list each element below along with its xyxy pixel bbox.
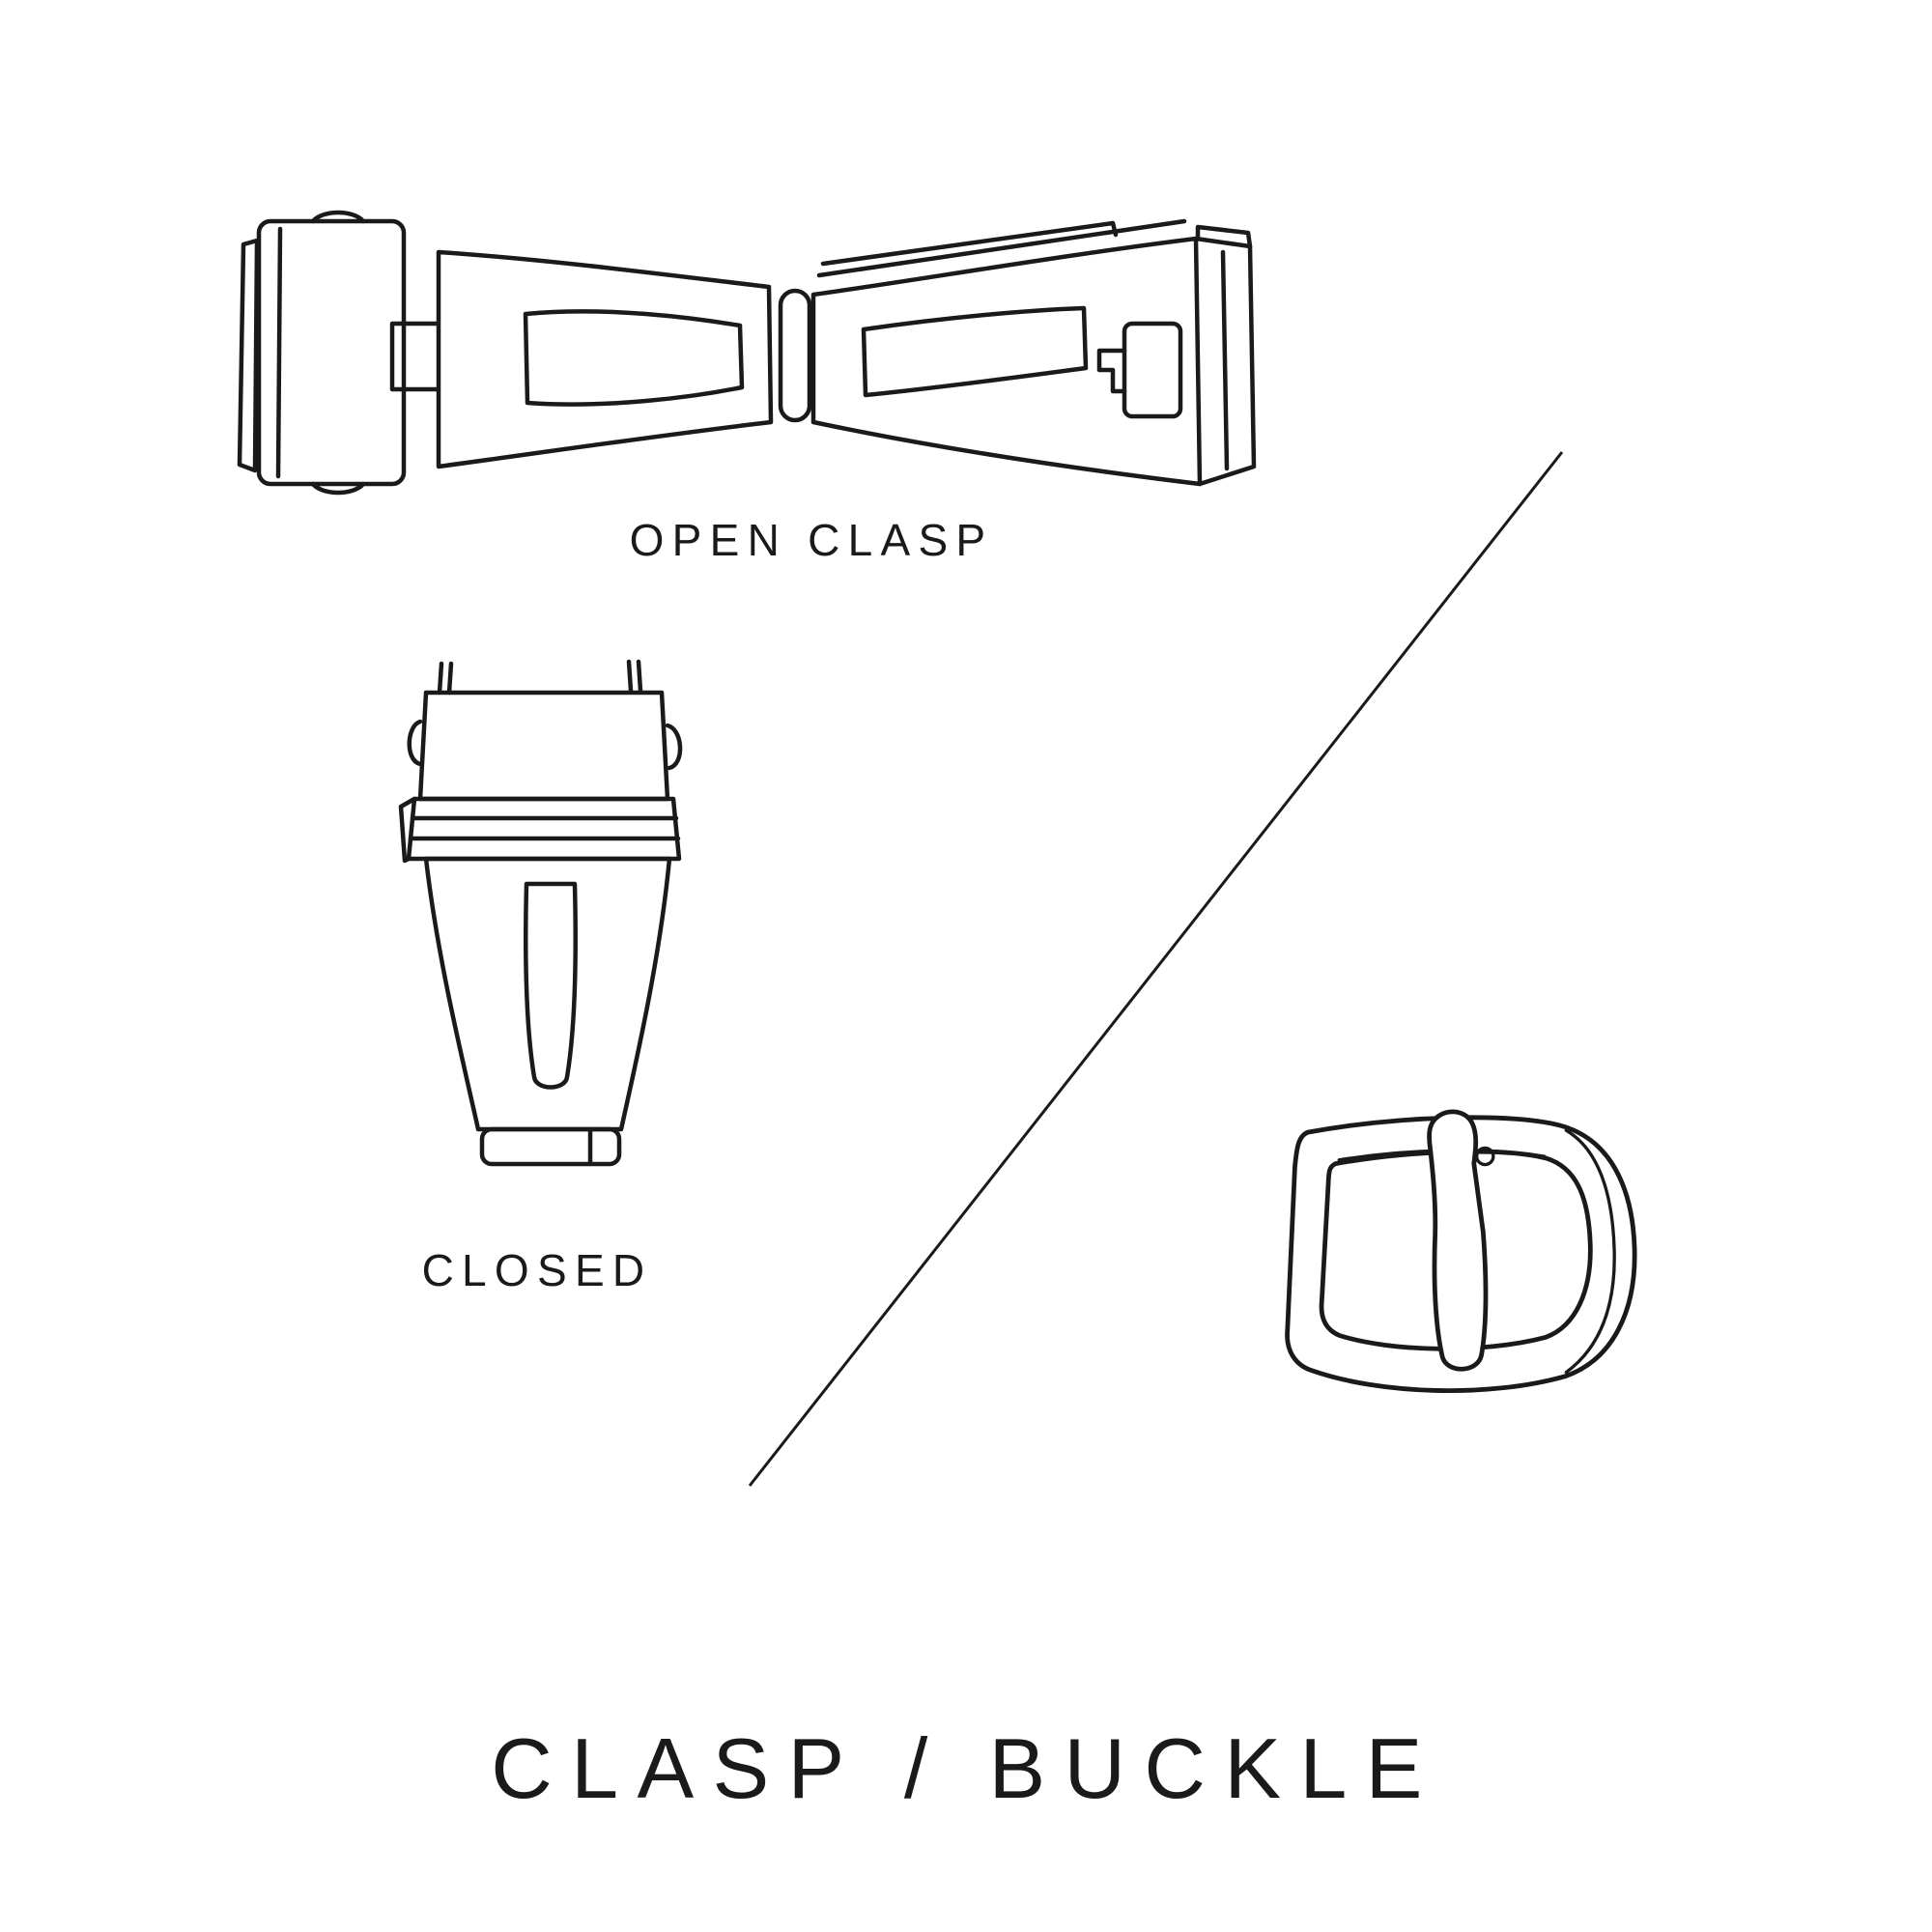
closed-clasp-drawing-icon: [398, 659, 683, 1167]
tang-buckle-drawing-icon: [1285, 1109, 1637, 1393]
closed-clasp-label: CLOSED: [421, 1245, 653, 1295]
buckle-figure: [1241, 1094, 1657, 1426]
closed-clasp-figure: [382, 652, 715, 1212]
page-title: CLASP / BUCKLE: [491, 1720, 1441, 1816]
open-clasp-figure: [224, 179, 1316, 507]
open-clasp-drawing-icon: [237, 210, 1257, 496]
open-clasp-label: OPEN CLASP: [629, 515, 994, 565]
